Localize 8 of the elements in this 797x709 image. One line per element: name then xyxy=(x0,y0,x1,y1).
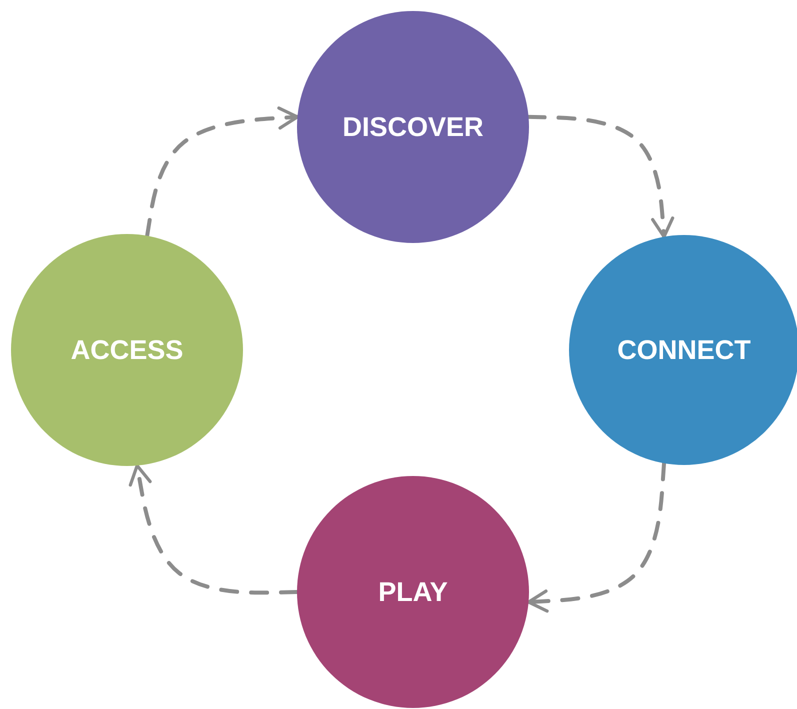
dashed-arrow xyxy=(526,461,666,613)
stage-label: ACCESS xyxy=(70,334,184,366)
stage-label: DISCOVER xyxy=(342,112,484,142)
stage-label: PLAY xyxy=(378,576,448,608)
stage-label: CONNECT xyxy=(617,334,751,366)
dashed-arrow xyxy=(526,114,674,239)
dashed-arrow xyxy=(145,106,300,238)
dashed-arrow xyxy=(128,464,299,595)
